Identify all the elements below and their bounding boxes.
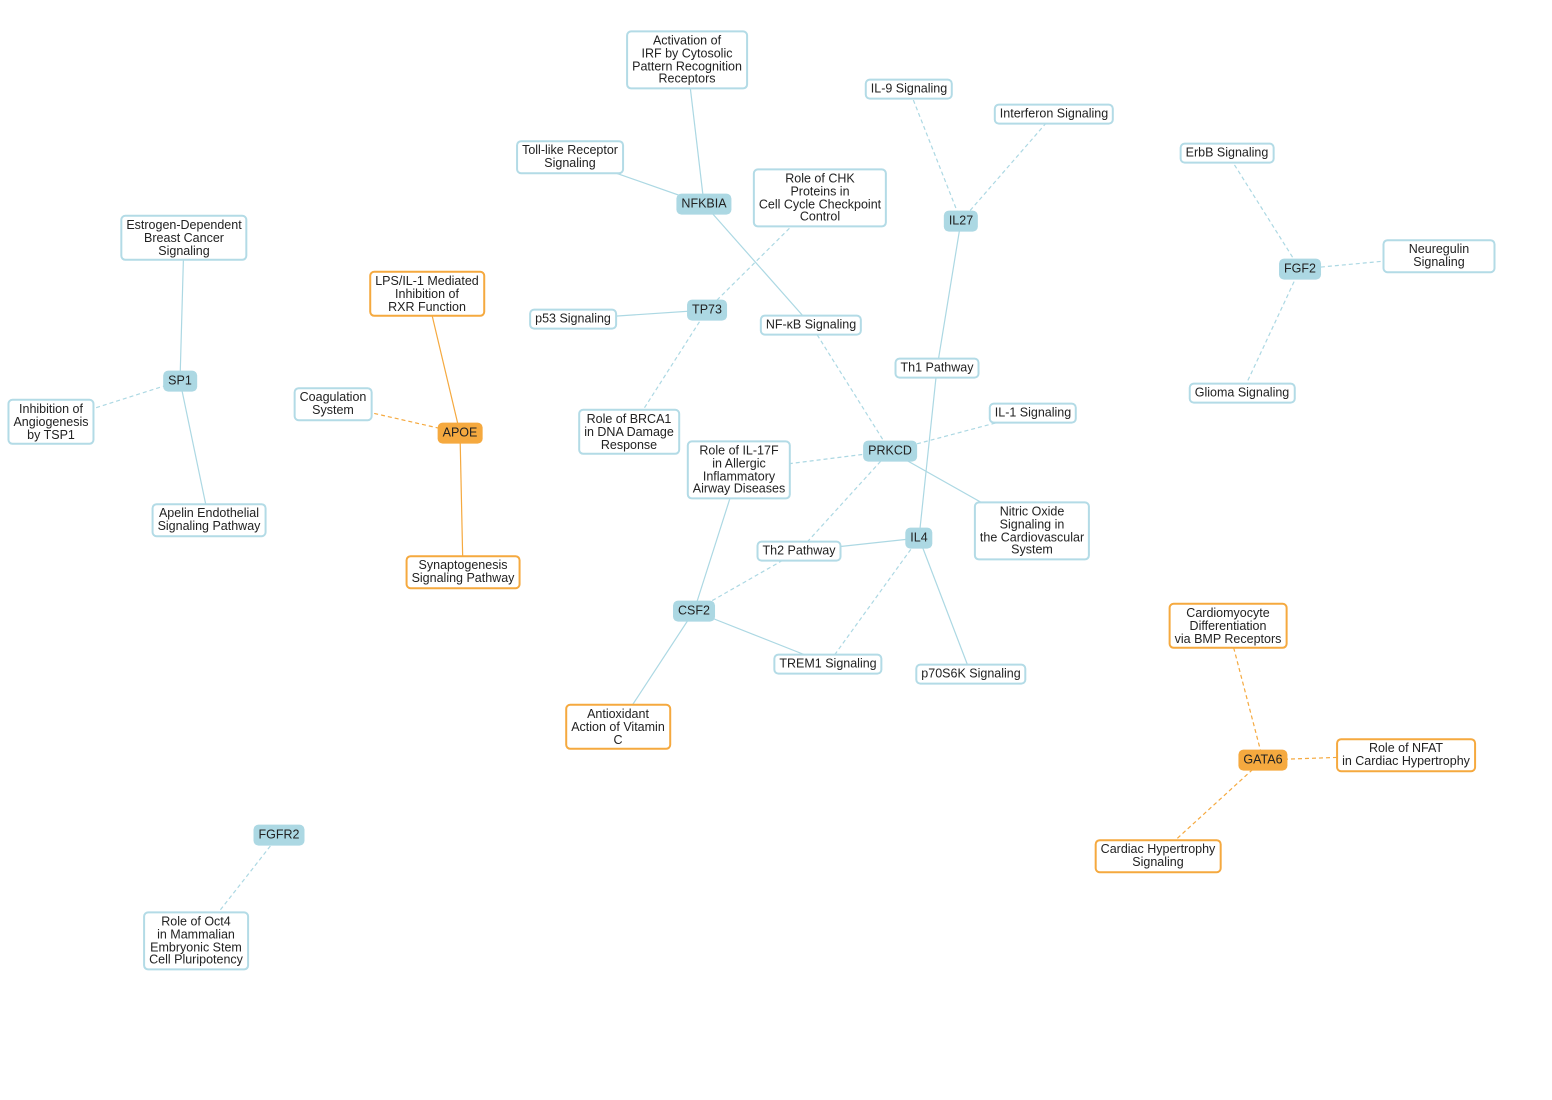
edge-il4-p70: [918, 537, 972, 675]
pathway-node-chk[interactable]: Role of CHK Proteins in Cell Cycle Check…: [752, 168, 888, 228]
pathway-node-irf[interactable]: Activation of IRF by Cytosolic Pattern R…: [626, 30, 748, 90]
pathway-node-trem1[interactable]: TREM1 Signaling: [773, 653, 883, 675]
pathway-node-nfkb[interactable]: NF-κB Signaling: [759, 314, 863, 336]
pathway-node-il17f[interactable]: Role of IL-17F in Allergic Inflammatory …: [686, 440, 792, 500]
pathway-node-lps[interactable]: LPS/IL-1 Mediated Inhibition of RXR Func…: [369, 270, 485, 318]
edge-il27-th1: [936, 220, 962, 369]
pathway-node-tsp1[interactable]: Inhibition of Angiogenesis by TSP1: [7, 398, 95, 446]
edge-fgf2-nrg: [1299, 255, 1440, 270]
pathway-node-th1[interactable]: Th1 Pathway: [894, 357, 980, 379]
pathway-node-coag[interactable]: Coagulation System: [293, 387, 373, 421]
gene-node-fgf2[interactable]: FGF2: [1279, 258, 1321, 280]
pathway-node-ifn[interactable]: Interferon Signaling: [993, 103, 1115, 125]
pathway-node-apelin[interactable]: Apelin Endothelial Signaling Pathway: [151, 503, 267, 537]
pathway-node-cardhyp[interactable]: Cardiac Hypertrophy Signaling: [1094, 839, 1222, 873]
pathway-node-il1[interactable]: IL-1 Signaling: [988, 402, 1078, 424]
edge-il4-trem1: [827, 537, 920, 665]
edge-apoe-synap: [459, 432, 464, 573]
pathway-node-tlr[interactable]: Toll-like Receptor Signaling: [516, 140, 624, 174]
edge-nfkbia-nfkb: [703, 203, 812, 326]
pathway-node-th2[interactable]: Th2 Pathway: [756, 540, 842, 562]
gene-node-prkcd[interactable]: PRKCD: [863, 440, 917, 462]
edge-sp1-apelin: [179, 380, 210, 521]
gene-node-gata6[interactable]: GATA6: [1238, 749, 1288, 771]
pathway-node-estrogen[interactable]: Estrogen-Dependent Breast Cancer Signali…: [120, 214, 248, 262]
gene-node-fgfr2[interactable]: FGFR2: [253, 824, 305, 846]
pathway-node-il9[interactable]: IL-9 Signaling: [864, 78, 954, 100]
edge-sp1-estrogen: [179, 237, 185, 382]
pathway-node-nfat[interactable]: Role of NFAT in Cardiac Hypertrophy: [1336, 738, 1476, 772]
edge-il27-ifn: [960, 113, 1055, 222]
pathway-node-brca1[interactable]: Role of BRCA1 in DNA Damage Response: [578, 408, 680, 456]
edge-prkcd-th2: [798, 450, 891, 552]
gene-node-csf2[interactable]: CSF2: [673, 600, 715, 622]
pathway-node-glioma[interactable]: Glioma Signaling: [1188, 382, 1296, 404]
gene-node-il4[interactable]: IL4: [905, 527, 933, 549]
pathway-node-oct4[interactable]: Role of Oct4 in Mammalian Embryonic Stem…: [143, 911, 249, 971]
pathway-node-erbb[interactable]: ErbB Signaling: [1179, 142, 1275, 164]
gene-node-il27[interactable]: IL27: [943, 210, 979, 232]
pathway-node-p53[interactable]: p53 Signaling: [529, 308, 617, 330]
edge-il4-th1: [918, 367, 938, 539]
pathway-node-synap[interactable]: Synaptogenesis Signaling Pathway: [405, 555, 521, 589]
pathway-node-p70[interactable]: p70S6K Signaling: [915, 663, 1027, 685]
pathway-node-no[interactable]: Nitric Oxide Signaling in the Cardiovasc…: [973, 501, 1091, 561]
gene-node-tp73[interactable]: TP73: [687, 299, 727, 321]
pathway-node-vitc[interactable]: Antioxidant Action of Vitamin C: [565, 703, 671, 751]
edge-prkcd-nfkb: [810, 324, 891, 452]
edge-fgf2-erbb: [1226, 152, 1301, 270]
gene-node-sp1[interactable]: SP1: [163, 370, 197, 392]
pathway-node-nrg[interactable]: Neuregulin Signaling: [1382, 239, 1496, 273]
edge-fgf2-glioma: [1241, 268, 1301, 394]
gene-node-apoe[interactable]: APOE: [437, 422, 483, 444]
gene-node-nfkbia[interactable]: NFKBIA: [676, 193, 732, 215]
edge-apoe-lps: [426, 293, 461, 434]
pathway-node-bmp[interactable]: Cardiomyocyte Differentiation via BMP Re…: [1168, 602, 1288, 650]
edge-tp73-chk: [706, 197, 821, 311]
edge-il27-il9: [908, 88, 962, 222]
edge-gata6-cardhyp: [1157, 759, 1264, 857]
